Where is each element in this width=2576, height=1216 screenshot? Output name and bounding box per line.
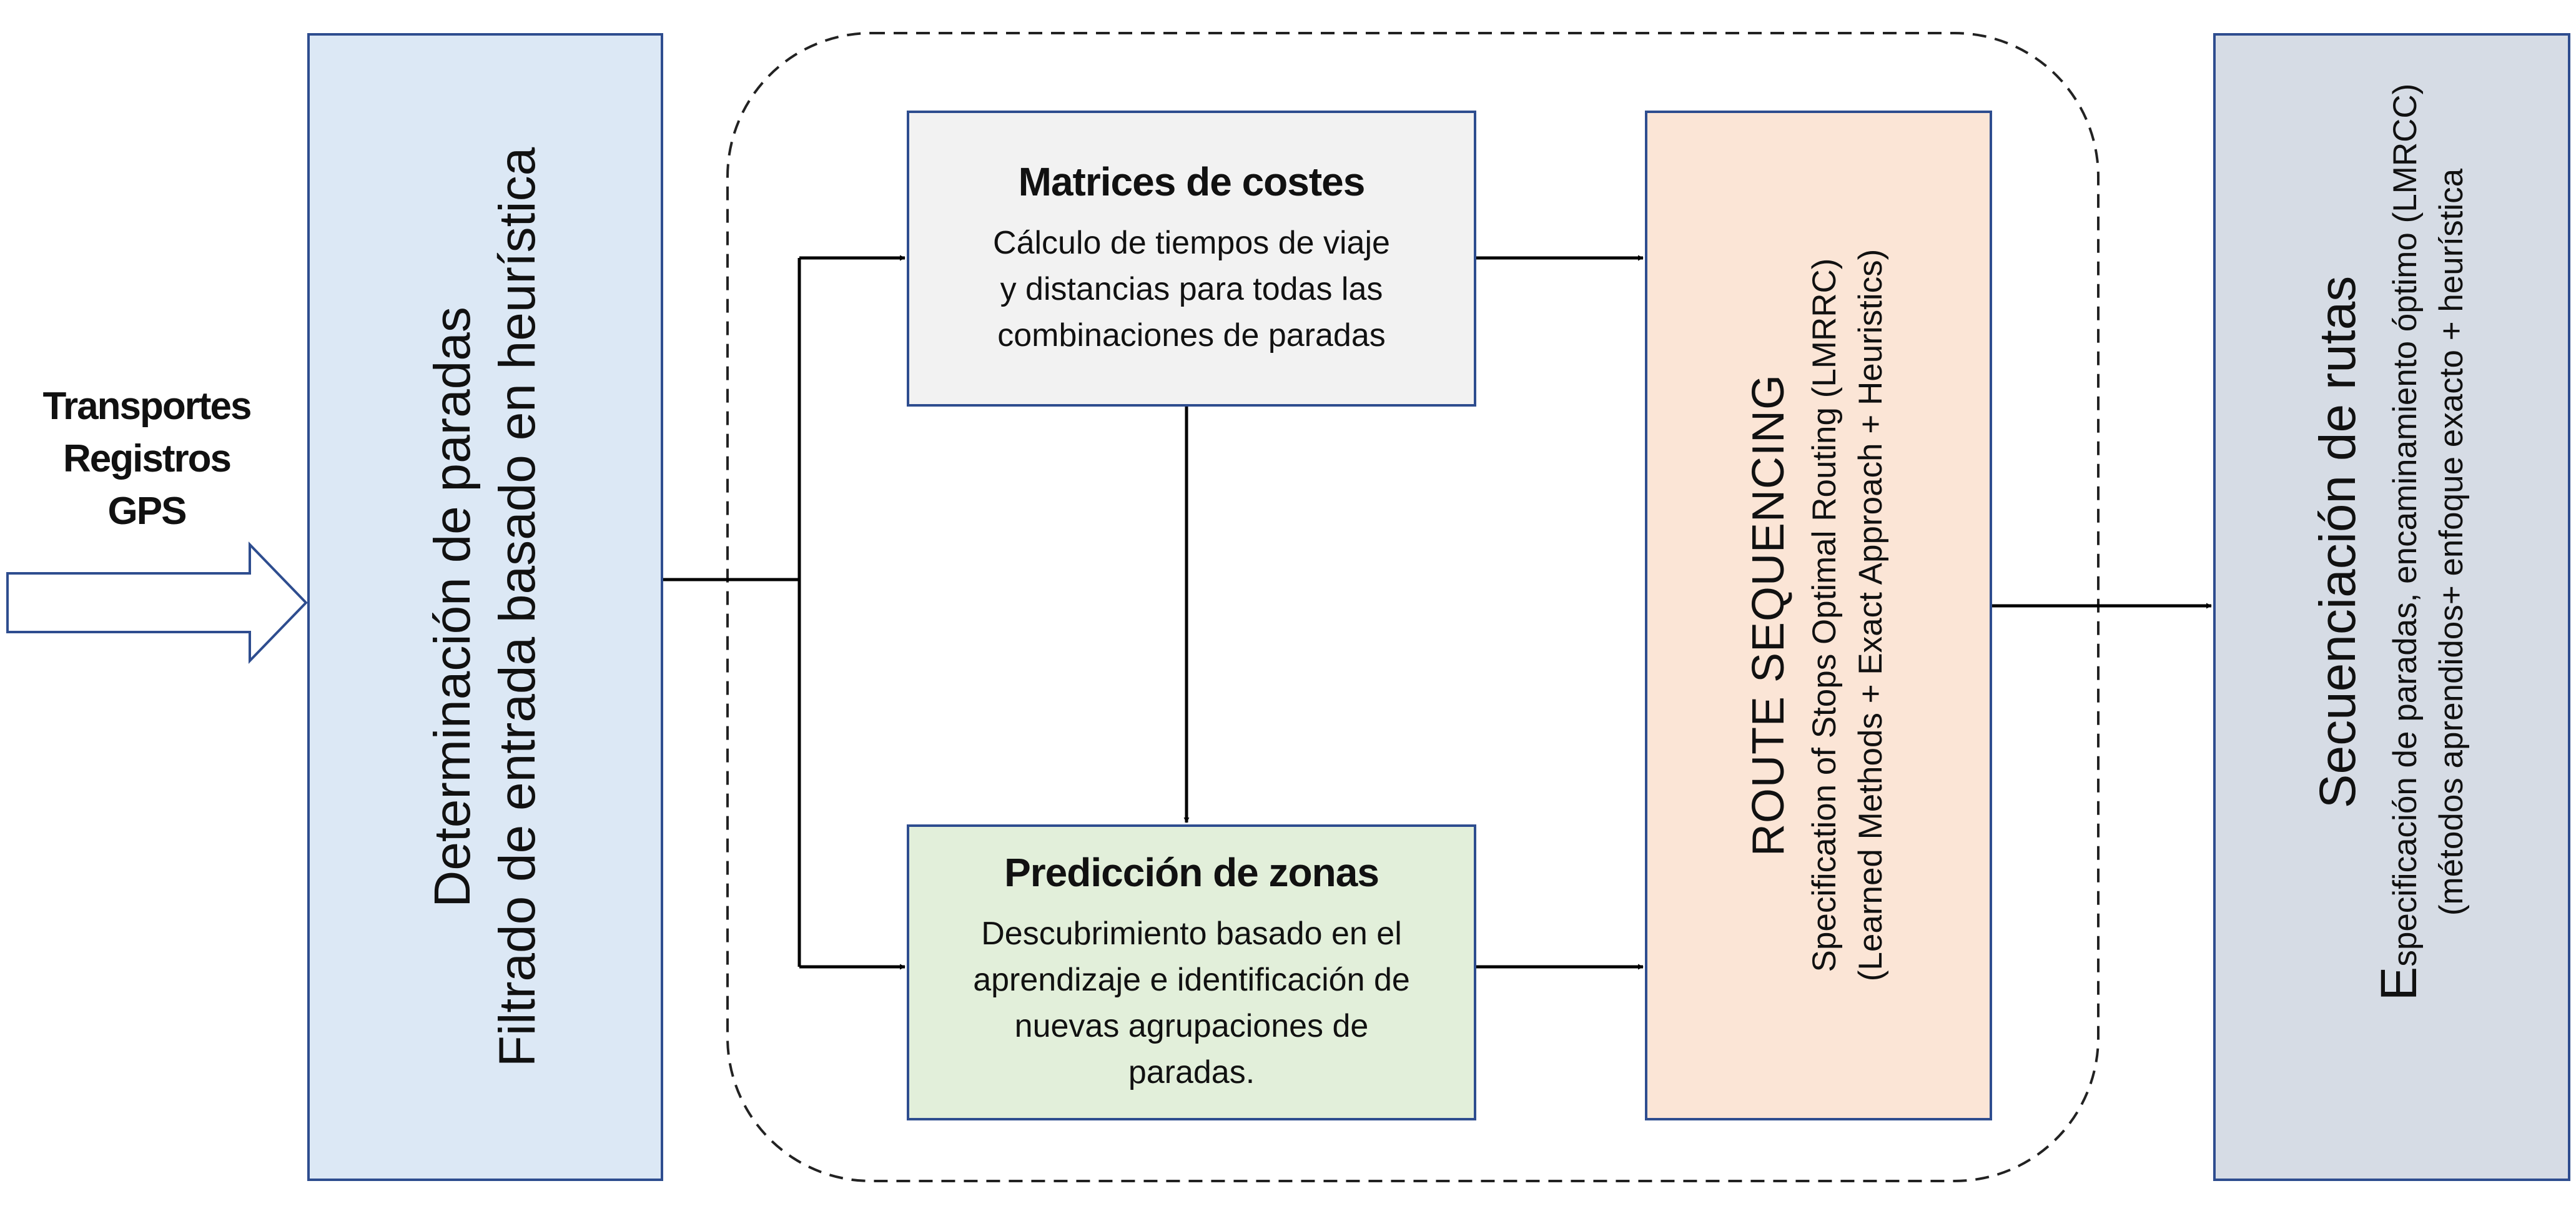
stop-determination-line2: Filtrado de entrada basado en heurística: [489, 147, 546, 1067]
output-sequencing-line1: Especificación de paradas, encaminamient…: [2371, 83, 2429, 1001]
zone-prediction-description: Descubrimiento basado en el aprendizaje …: [973, 916, 1410, 1090]
input-line-gps: GPS: [107, 490, 187, 533]
stop-determination-text: Determinación de paradas Filtrado de ent…: [348, 76, 623, 1138]
zone-prediction-title: Predicción de zonas: [1004, 850, 1379, 895]
output-sequencing-box: [2213, 33, 2570, 1181]
output-line1-initial: E: [2371, 966, 2427, 1001]
zone-prediction-box: Predicción de zonas Descubrimiento basad…: [907, 824, 1476, 1120]
output-sequencing-title: Secuenciación de rutas: [2309, 275, 2366, 809]
input-arrow: [6, 541, 308, 664]
route-sequencing-line2: (Learned Methods + Exact Approach + Heur…: [1852, 249, 1889, 982]
cost-matrices-description: Cálculo de tiempos de viaje y distancias…: [993, 225, 1390, 353]
route-sequencing-title: ROUTE SEQUENCING: [1744, 373, 1794, 857]
cost-matrices-title: Matrices de costes: [1018, 159, 1366, 204]
input-line-registros: Registros: [63, 437, 232, 480]
stop-determination-line1: Determinación de paradas: [424, 307, 481, 907]
route-sequencing-box: [1645, 111, 1992, 1120]
route-sequencing-line1: Specification of Stops Optimal Routing (…: [1806, 258, 1843, 972]
output-line1-rest: specificación de paradas, encaminamiento…: [2387, 83, 2424, 967]
input-label: Transportes Registros GPS: [12, 375, 281, 543]
input-line-transportes: Transportes: [42, 385, 252, 428]
output-sequencing-line2: (métodos aprendidos+ enfoque exacto + he…: [2433, 168, 2470, 916]
output-sequencing-text: Secuenciación de rutas Especificación de…: [2273, 17, 2510, 1067]
stop-determination-box: [307, 33, 663, 1181]
route-sequencing-text: ROUTE SEQUENCING Specification of Stops …: [1715, 141, 1922, 1090]
cost-matrices-box: Matrices de costes Cálculo de tiempos de…: [907, 111, 1476, 407]
